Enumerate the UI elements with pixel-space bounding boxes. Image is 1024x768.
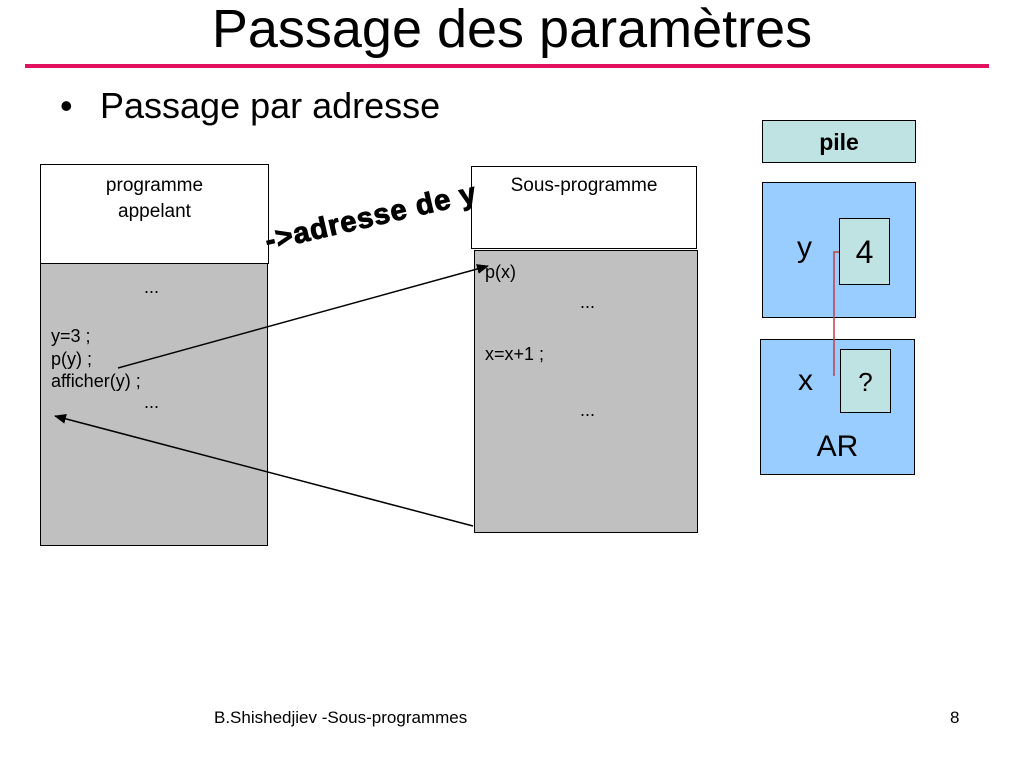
subprogram-code-line: ...	[580, 400, 596, 420]
caller-header-line2: appelant	[118, 201, 191, 222]
subprogram-code-line: ...	[580, 292, 596, 312]
stack-label: pile	[762, 120, 916, 163]
caller-code-line: ...	[144, 392, 160, 412]
variable-y-name: y	[797, 231, 812, 264]
caller-code-line: y=3 ;	[51, 326, 91, 346]
bullet-dot: •	[60, 85, 73, 126]
title-underline	[25, 64, 989, 68]
page-number: 8	[950, 708, 960, 727]
caller-header-box: programme appelant	[40, 164, 269, 264]
subprogram-code-line: p(x)	[485, 262, 516, 282]
subprogram-code-line: x=x+1 ;	[485, 344, 545, 364]
caller-code-line: afficher(y) ;	[51, 371, 141, 391]
bullet-item: • Passage par adresse	[60, 86, 440, 126]
caller-code-line: ...	[144, 277, 160, 297]
subprogram-code-box: p(x) ... x=x+1 ; ...	[474, 250, 698, 533]
variable-y-cell: 4	[839, 218, 890, 285]
variable-x-cell: ?	[840, 349, 891, 413]
variable-x-name: x	[798, 364, 813, 397]
subprogram-header-box: Sous-programme	[471, 166, 697, 249]
bullet-text: Passage par adresse	[100, 85, 441, 126]
activation-record-label: AR	[816, 430, 859, 463]
caller-code-box: ... y=3 ; p(y) ; afficher(y) ; ...	[40, 263, 268, 546]
caller-code-line: p(y) ;	[51, 349, 93, 369]
arrow-label: ->adresse de y	[262, 177, 481, 258]
caller-header-line1: programme	[105, 175, 204, 196]
slide-title: Passage des paramètres	[211, 0, 813, 59]
footer-credit: B.Shishedjiev -Sous-programmes	[214, 708, 468, 727]
subprogram-header-text: Sous-programme	[510, 175, 658, 196]
